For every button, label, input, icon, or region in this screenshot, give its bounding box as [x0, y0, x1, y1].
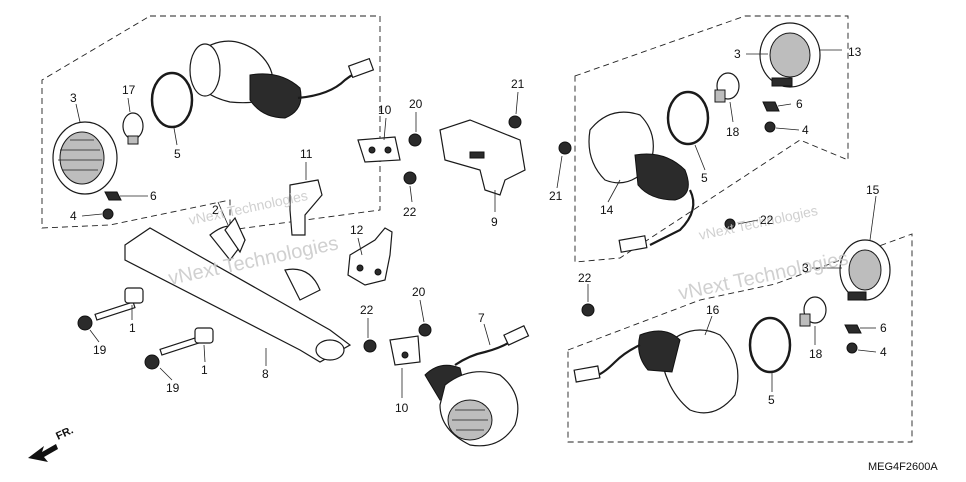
callout-4-left: 4	[70, 209, 77, 223]
clip-6-left	[104, 191, 122, 201]
callout-11: 11	[300, 147, 313, 161]
callout-3-left: 3	[70, 91, 77, 105]
callout-14: 14	[600, 203, 614, 217]
callout-4-right: 4	[802, 123, 809, 137]
bolt-19-upper	[77, 301, 136, 331]
bolt-22-lower	[363, 339, 377, 353]
assembly-outline-rear-right	[567, 233, 913, 443]
callout-19-lower: 19	[166, 381, 180, 395]
callout-18-right: 18	[726, 125, 740, 139]
callout-3-right: 3	[734, 47, 741, 61]
callout-7: 7	[478, 311, 485, 325]
callout-6-left: 6	[150, 189, 157, 203]
bracket-11	[289, 179, 323, 236]
callout-9: 9	[491, 215, 498, 229]
callout-5-rear: 5	[768, 393, 775, 407]
watermark-text-4: vNext Technologies	[676, 247, 850, 305]
screw-4-left	[102, 208, 114, 220]
clip-6-rear	[844, 324, 862, 334]
plate-10-upper	[357, 136, 401, 163]
front-direction-indicator: FR.	[28, 424, 75, 462]
collar-1-lower	[194, 327, 214, 344]
housing-14	[588, 111, 695, 253]
callout-8: 8	[262, 367, 269, 381]
callout-3-rear: 3	[802, 261, 809, 275]
callout-21-right: 21	[549, 189, 563, 203]
housing-7	[424, 325, 530, 447]
callout-20-lower: 20	[412, 285, 426, 299]
callout-5-right: 5	[701, 171, 708, 185]
watermark-text-3: vNext Technologies	[697, 202, 819, 243]
callout-21-top: 21	[511, 77, 525, 91]
callout-6-rear: 6	[880, 321, 887, 335]
lens-3-left	[52, 121, 118, 195]
callout-13: 13	[848, 45, 862, 59]
front-arrow-icon	[28, 444, 58, 462]
plate-10-lower	[389, 335, 421, 366]
lens-15	[839, 239, 891, 301]
screw-4-rear	[846, 342, 858, 354]
nut-20-upper	[408, 133, 422, 147]
callout-6-right: 6	[796, 97, 803, 111]
callout-16: 16	[706, 303, 720, 317]
collar-1-upper	[124, 287, 144, 304]
stay-8	[124, 225, 352, 363]
callout-2: 2	[212, 203, 219, 217]
callout-labels: 3 17 5 6 4 2 11 10 20 22 9 21 21 12 1 1 …	[70, 45, 887, 415]
callout-10-lower: 10	[395, 401, 409, 415]
bracket-2	[224, 216, 246, 254]
leader-lines	[75, 49, 877, 398]
callout-19-upper: 19	[93, 343, 107, 357]
bulb-18-right	[714, 72, 740, 103]
bolt-21-right	[558, 141, 572, 155]
front-direction-label: FR.	[54, 424, 75, 442]
bulb-18-rear	[799, 296, 827, 327]
callout-1-upper: 1	[129, 321, 136, 335]
housing-front-left	[189, 40, 375, 119]
nut-20-lower	[418, 323, 432, 337]
callout-4-rear: 4	[880, 345, 887, 359]
bolt-21-top	[508, 115, 522, 129]
gasket-5-left	[150, 71, 194, 129]
bolt-22-upper	[403, 171, 417, 185]
housing-16	[573, 329, 739, 414]
clip-6-right	[762, 101, 780, 112]
callout-10-upper: 10	[378, 103, 392, 117]
watermarks: vNext Technologies vNext Technologies vN…	[166, 187, 850, 305]
callout-22-right: 22	[760, 213, 774, 227]
bracket-9	[439, 119, 526, 196]
lens-13	[759, 22, 821, 88]
screw-4-right	[764, 121, 776, 133]
callout-20-upper: 20	[409, 97, 423, 111]
callout-12: 12	[350, 223, 364, 237]
assembly-outline-front-right	[574, 15, 849, 263]
callout-17: 17	[122, 83, 136, 97]
bulb-17-left	[122, 112, 144, 145]
diagram-code: MEG4F2600A	[868, 461, 938, 473]
callout-18-rear: 18	[809, 347, 823, 361]
bracket-12	[347, 227, 393, 286]
callout-5-left: 5	[174, 147, 181, 161]
callout-1-lower: 1	[201, 363, 208, 377]
gasket-5-rear	[748, 316, 792, 374]
bolt-22-right	[724, 218, 736, 230]
callout-22-lower: 22	[360, 303, 374, 317]
callout-22-upper: 22	[403, 205, 417, 219]
bolt-19-lower	[144, 336, 201, 370]
callout-15: 15	[866, 183, 880, 197]
bolt-22-rear	[581, 303, 595, 317]
gasket-5-right	[666, 90, 710, 146]
callout-22-rear: 22	[578, 271, 592, 285]
assembly-outline-front-left	[41, 15, 381, 231]
